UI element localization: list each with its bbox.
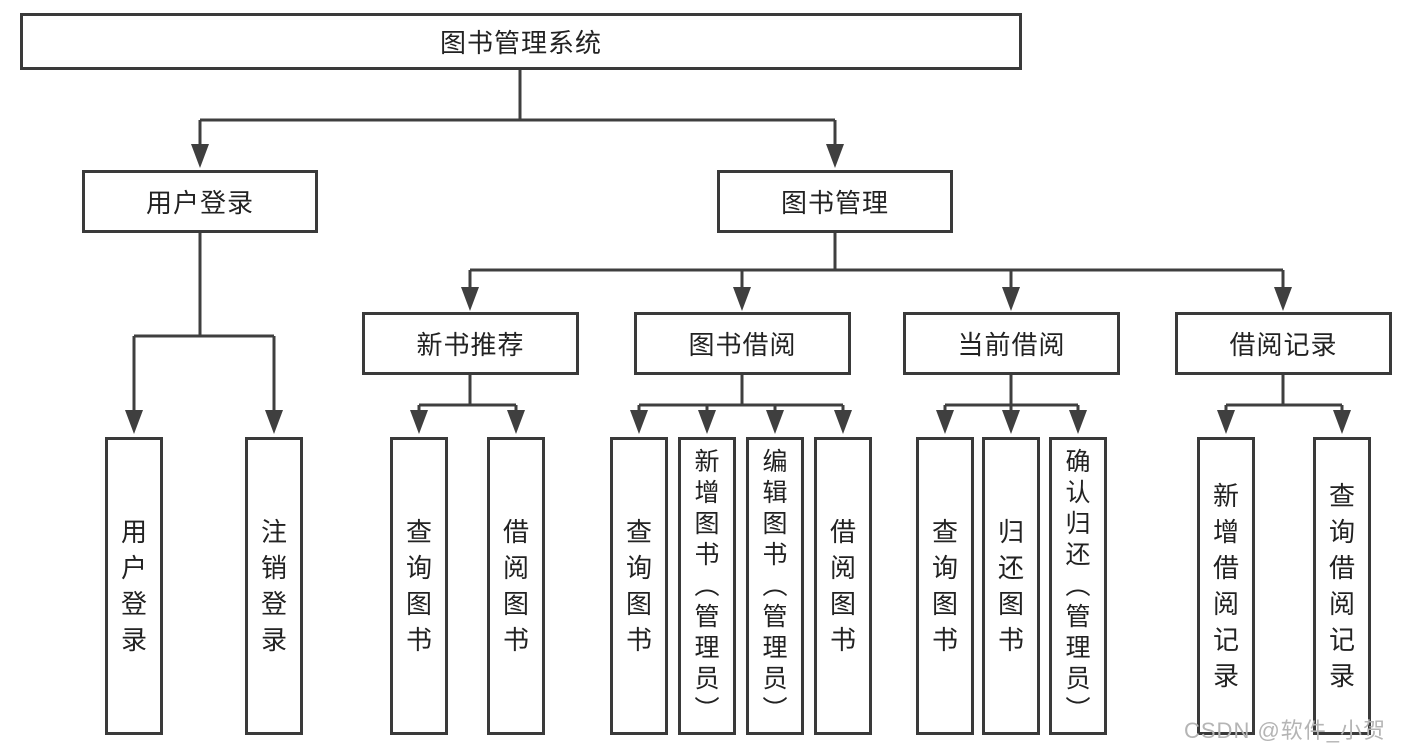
leaf-logout: 注 销 登 录 <box>245 437 303 735</box>
leaf-borrow-query-books: 查 询 图 书 <box>610 437 668 735</box>
node-borrow-records: 借阅记录 <box>1175 312 1392 375</box>
node-current-borrow: 当前借阅 <box>903 312 1120 375</box>
node-book-management: 图书管理 <box>717 170 953 233</box>
leaf-current-query-books: 查 询 图 书 <box>916 437 974 735</box>
leaf-records-add-record: 新 增 借 阅 记 录 <box>1197 437 1255 735</box>
node-user-login: 用户登录 <box>82 170 318 233</box>
leaf-borrow-borrow-books: 借 阅 图 书 <box>814 437 872 735</box>
leaf-current-confirm-return-admin: 确 认 归 还 ︵ 管 理 员 ︶ <box>1049 437 1107 735</box>
leaf-borrow-add-books-admin: 新 增 图 书 ︵ 管 理 员 ︶ <box>678 437 736 735</box>
node-root: 图书管理系统 <box>20 13 1022 70</box>
leaf-current-return-books: 归 还 图 书 <box>982 437 1040 735</box>
leaf-user-login: 用 户 登 录 <box>105 437 163 735</box>
node-new-book-recommend: 新书推荐 <box>362 312 579 375</box>
leaf-borrow-edit-books-admin: 编 辑 图 书 ︵ 管 理 员 ︶ <box>746 437 804 735</box>
leaf-recommend-borrow-books: 借 阅 图 书 <box>487 437 545 735</box>
leaf-recommend-query-books: 查 询 图 书 <box>390 437 448 735</box>
node-book-borrow: 图书借阅 <box>634 312 851 375</box>
csdn-watermark: CSDN @软件_小贺同学 <box>1184 718 1387 743</box>
leaf-records-query-record: 查 询 借 阅 记 录 <box>1313 437 1371 735</box>
